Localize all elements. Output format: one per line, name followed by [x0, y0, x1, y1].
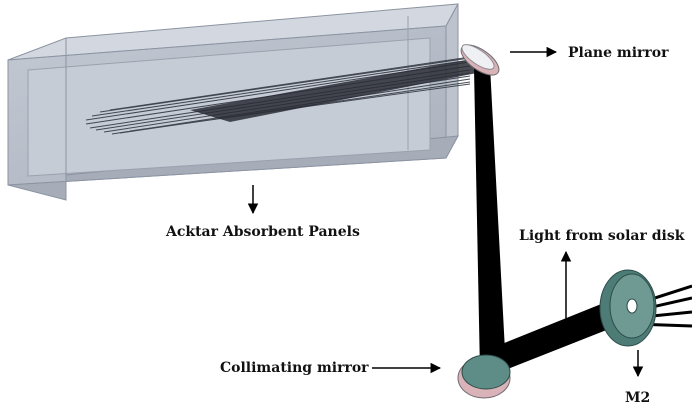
collimating-mirror-label: Collimating mirror [220, 360, 369, 376]
solar-light-label: Light from solar disk [519, 228, 685, 244]
plane-mirror [460, 44, 500, 76]
reflected-beam-into-box [190, 58, 482, 122]
collimating-mirror [457, 354, 511, 399]
beam-plane-to-collimating [474, 66, 506, 372]
m2-mirror [599, 269, 657, 347]
acktar-panels-label: Acktar Absorbent Panels [165, 224, 360, 240]
plane-mirror-label: Plane mirror [568, 45, 669, 61]
m2-label: M2 [625, 390, 650, 406]
